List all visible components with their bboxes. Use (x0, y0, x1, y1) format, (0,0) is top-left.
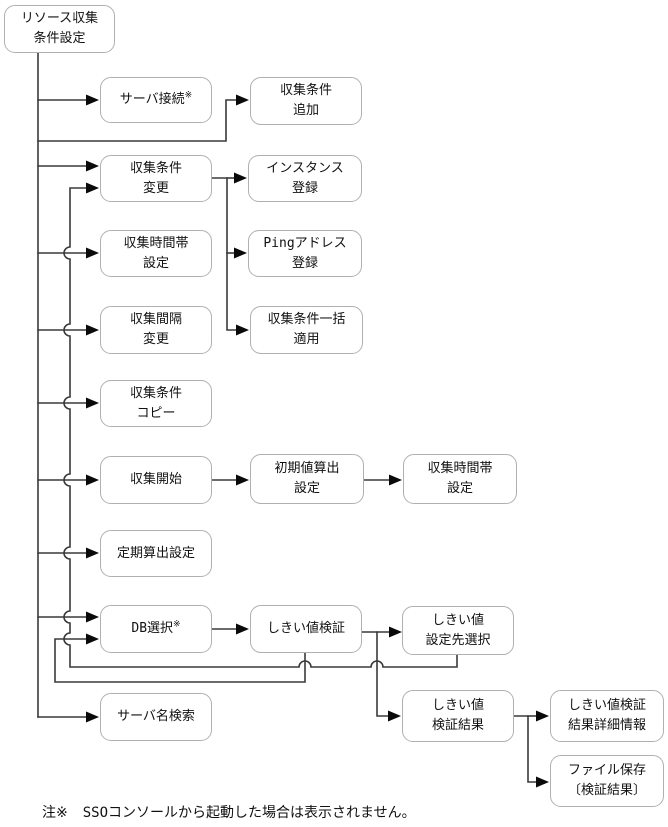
return-line-to-db-select (54, 638, 306, 683)
node-ping-address-registration: Pingアドレス 登録 (248, 230, 362, 277)
node-collection-interval-change: 収集間隔 変更 (100, 306, 212, 354)
node-initial-value-calc-setting: 初期値算出 設定 (250, 454, 364, 504)
node-collection-timezone-setting-2: 収集時間帯 設定 (403, 454, 517, 504)
node-batch-apply-collection-condition: 収集条件一括 適用 (250, 306, 363, 354)
node-instance-registration: インスタンス 登録 (248, 155, 362, 202)
node-threshold-verification-result: しきい値 検証結果 (402, 690, 514, 742)
node-periodic-calc-setting: 定期算出設定 (100, 530, 212, 577)
node-threshold-target-selection: しきい値 設定先選択 (402, 606, 514, 655)
node-resource-collection-settings: リソース収集 条件設定 (4, 5, 115, 53)
footnote-marker: 注※ (42, 805, 68, 821)
node-db-select: DB選択※ (100, 605, 212, 653)
node-start-collection: 収集開始 (100, 456, 212, 504)
node-change-collection-condition: 収集条件 変更 (100, 155, 212, 202)
footnote: 注※ SSOコンソールから起動した場合は表示されません。 (42, 802, 416, 822)
node-collection-timezone-setting: 収集時間帯 設定 (100, 230, 212, 277)
note-marker-ref: ※ (184, 90, 193, 101)
node-threshold-verification: しきい値検証 (250, 605, 362, 653)
node-copy-collection-condition: 収集条件 コピー (100, 380, 212, 427)
return-line-to-change-condition (63, 187, 458, 668)
note-marker-ref: ※ (173, 619, 181, 630)
node-file-save-verification-result: ファイル保存 〔検証結果〕 (550, 755, 664, 807)
node-add-collection-condition: 収集条件 追加 (250, 77, 362, 125)
footnote-text: SSOコンソールから起動した場合は表示されません。 (82, 805, 416, 821)
node-threshold-result-detail: しきい値検証 結果詳細情報 (550, 690, 664, 742)
node-server-connect: サーバ接続※ (100, 77, 212, 123)
node-server-name-search: サーバ名検索 (100, 693, 212, 741)
